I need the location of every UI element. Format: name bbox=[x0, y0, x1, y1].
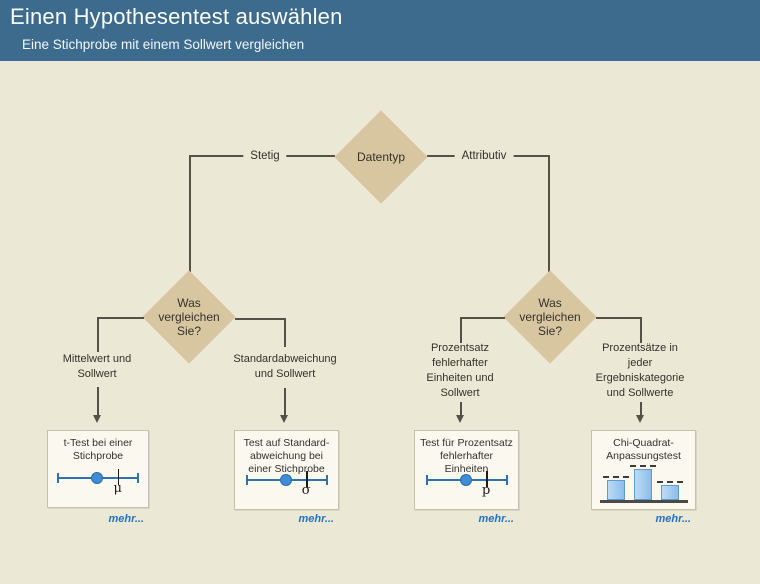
arrow-line bbox=[460, 402, 462, 417]
page-subtitle: Eine Stichprobe mit einem Sollwert vergl… bbox=[22, 37, 305, 52]
sample-dot-icon bbox=[459, 474, 472, 486]
mu-symbol: μ bbox=[113, 481, 122, 496]
dashed-reference-line bbox=[629, 465, 656, 467]
sigma-symbol: σ bbox=[301, 483, 311, 498]
decision-node-label: Datentyp bbox=[356, 150, 406, 164]
sample-dot-icon bbox=[91, 472, 104, 484]
branch-label: Prozentsätze in jeder Ergebniskategorie … bbox=[595, 342, 685, 399]
dashed-reference-line bbox=[656, 481, 683, 483]
test-box-title: Test für Prozentsatz fehlerhafter Einhei… bbox=[420, 437, 513, 475]
dot-line-plot-icon: μ bbox=[57, 465, 139, 497]
arrow-down-icon bbox=[456, 415, 464, 423]
sample-dot-icon bbox=[279, 474, 292, 486]
decision-node-label: Was vergleichen Sie? bbox=[158, 296, 220, 338]
arrow-line bbox=[640, 402, 642, 417]
arrow-down-icon bbox=[636, 415, 644, 423]
connector-line bbox=[189, 155, 191, 272]
branch-label: Mittelwert und Sollwert bbox=[62, 353, 132, 380]
connector-line bbox=[97, 317, 99, 352]
target-tick-icon bbox=[306, 471, 308, 487]
branch-label: Prozentsatz fehlerhafter Einheiten und S… bbox=[426, 342, 494, 399]
branch-label-stetig: Stetig bbox=[243, 150, 287, 162]
test-box-proportion-test[interactable]: Test für Prozentsatz fehlerhafter Einhei… bbox=[414, 430, 519, 510]
test-box-title: t-Test bei einer Stichprobe bbox=[63, 437, 133, 462]
test-box-title: Test auf Standard- abweichung bei einer … bbox=[243, 437, 330, 475]
test-box-chi-square[interactable]: Chi-Quadrat- Anpassungstest bbox=[591, 430, 696, 510]
more-link[interactable]: mehr... bbox=[298, 513, 334, 525]
decision-node-label: Was vergleichen Sie? bbox=[519, 296, 581, 338]
arrow-line bbox=[97, 387, 99, 417]
more-link[interactable]: mehr... bbox=[108, 513, 144, 525]
connector-line bbox=[284, 318, 286, 347]
dashed-reference-line bbox=[602, 476, 629, 478]
bar bbox=[606, 480, 625, 500]
arrow-line bbox=[284, 388, 286, 417]
arrow-down-icon bbox=[280, 415, 288, 423]
connector-line bbox=[640, 317, 642, 343]
target-tick-icon bbox=[486, 471, 488, 487]
axis-baseline bbox=[599, 500, 688, 503]
bar bbox=[633, 469, 652, 500]
test-box-stdev-test[interactable]: Test auf Standard- abweichung bei einer … bbox=[234, 430, 339, 510]
test-box-title: Chi-Quadrat- Anpassungstest bbox=[606, 437, 681, 462]
bar-chart-icon bbox=[599, 463, 688, 503]
connector-line bbox=[548, 155, 550, 272]
more-link[interactable]: mehr... bbox=[478, 513, 514, 525]
branch-label-attributiv: Attributiv bbox=[454, 150, 514, 162]
bar bbox=[660, 485, 679, 500]
p-symbol: p bbox=[482, 483, 491, 498]
arrow-down-icon bbox=[93, 415, 101, 423]
dot-line-plot-icon: p bbox=[425, 467, 508, 499]
test-box-t-test[interactable]: t-Test bei einer Stichprobe μ bbox=[47, 430, 149, 508]
connector-line bbox=[460, 317, 505, 319]
more-link[interactable]: mehr... bbox=[655, 513, 691, 525]
dot-line-plot-icon: σ bbox=[245, 467, 328, 499]
connector-line bbox=[235, 318, 285, 320]
page-title: Einen Hypothesentest auswählen bbox=[10, 4, 343, 29]
target-tick-icon bbox=[117, 469, 120, 485]
branch-label: Standardabweichung und Sollwert bbox=[233, 353, 337, 380]
connector-line bbox=[97, 317, 144, 319]
connector-line bbox=[596, 317, 641, 319]
connector-line bbox=[460, 317, 462, 343]
window-header: Einen Hypothesentest auswählen Eine Stic… bbox=[0, 0, 760, 61]
